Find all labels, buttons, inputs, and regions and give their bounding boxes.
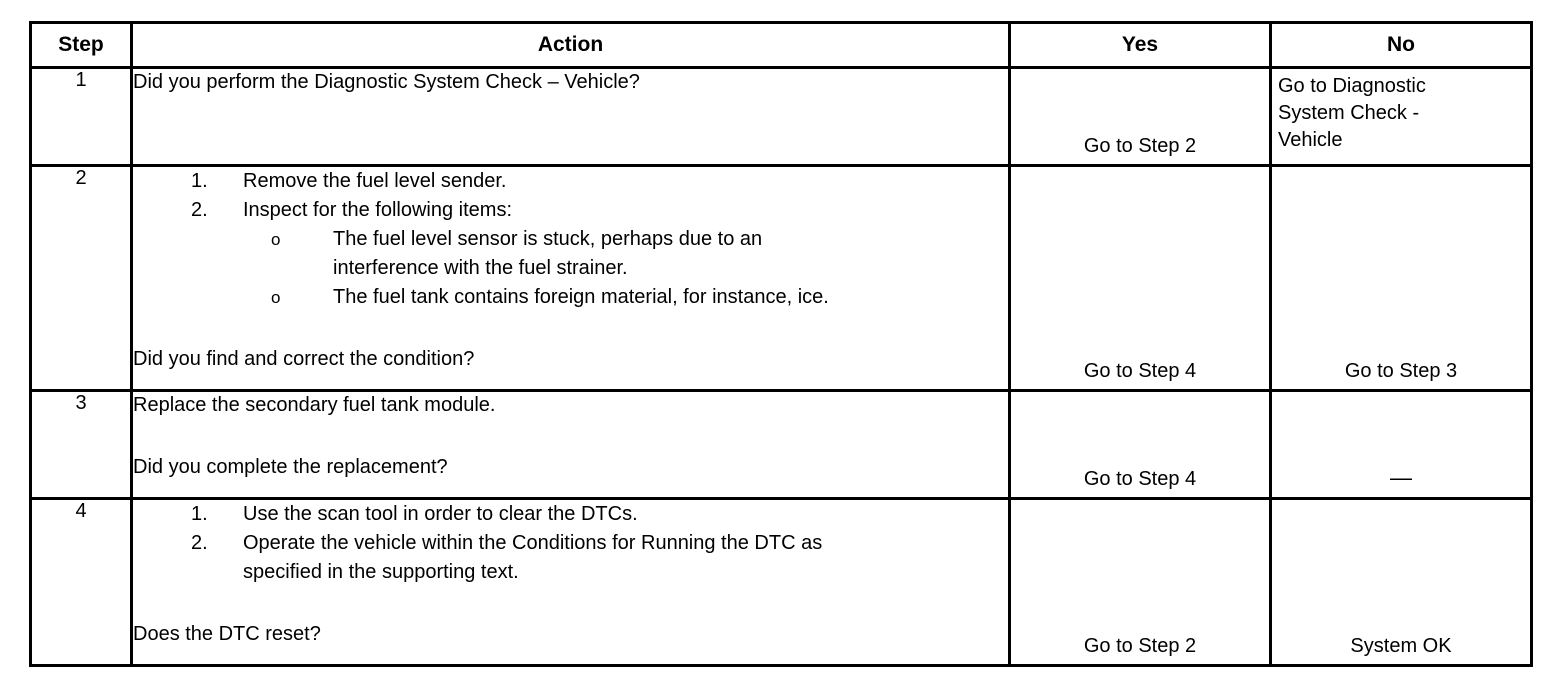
table-row: 4 1. Use the scan tool in order to clear… (29, 497, 1533, 667)
step-number-cell: 3 (29, 389, 133, 500)
action-intro-text: Did you perform the Diagnostic System Ch… (133, 71, 640, 93)
list-item: 1. Use the scan tool in order to clear t… (133, 500, 1008, 529)
no-result-cell: Go to Step 3 (1269, 164, 1533, 392)
list-item: 2. Operate the vehicle within the Condit… (133, 529, 1008, 587)
action-cell: 1. Use the scan tool in order to clear t… (130, 497, 1011, 667)
no-result-dash: — (1390, 465, 1412, 490)
sublist-item-text: The fuel tank contains foreign material,… (333, 286, 829, 308)
diagnostic-table: Step Action Yes No 1 Did you perform the… (29, 21, 1533, 667)
yes-result-cell: Go to Step 2 (1008, 497, 1272, 667)
no-result-cell: Go to Diagnostic System Check - Vehicle (1269, 66, 1533, 167)
list-item-number: 1. (191, 170, 208, 192)
yes-result-cell: Go to Step 4 (1008, 389, 1272, 500)
list-item-text-cont: specified in the supporting text. (243, 561, 519, 583)
action-intro-text: Replace the secondary fuel tank module. (133, 394, 496, 416)
sublist-item: o The fuel level sensor is stuck, perhap… (243, 225, 1008, 283)
column-header-no: No (1269, 21, 1533, 69)
list-item: 2. Inspect for the following items: o Th… (133, 196, 1008, 312)
list-item-number: 2. (191, 532, 208, 554)
yes-result-cell: Go to Step 4 (1008, 164, 1272, 392)
table-row: 3 Replace the secondary fuel tank module… (29, 389, 1533, 500)
column-header-action: Action (130, 21, 1011, 69)
list-item-text: Remove the fuel level sender. (243, 170, 507, 192)
sublist-item-text: The fuel level sensor is stuck, perhaps … (333, 228, 763, 250)
action-question-text: Did you complete the replacement? (133, 456, 448, 478)
action-question-text: Did you find and correct the condition? (133, 348, 475, 370)
step-number-cell: 4 (29, 497, 133, 667)
list-item-text: Use the scan tool in order to clear the … (243, 503, 638, 525)
table-header-row: Step Action Yes No (29, 21, 1533, 69)
action-sublist: o The fuel level sensor is stuck, perhap… (243, 225, 1008, 312)
list-item-text: Operate the vehicle within the Condition… (243, 532, 823, 554)
sublist-item: o The fuel tank contains foreign materia… (243, 283, 1008, 312)
sublist-item-text-cont: interference with the fuel strainer. (333, 257, 628, 279)
no-result-cell: System OK (1269, 497, 1533, 667)
action-cell: 1. Remove the fuel level sender. 2. Insp… (130, 164, 1011, 392)
list-item-text: Inspect for the following items: (243, 199, 513, 221)
column-header-yes: Yes (1008, 21, 1272, 69)
spacer (133, 587, 1008, 621)
list-item-number: 1. (191, 503, 208, 525)
no-result-cell: — (1269, 389, 1533, 500)
no-result-line: Vehicle (1278, 129, 1343, 151)
action-question-text: Does the DTC reset? (133, 623, 321, 645)
action-cell: Replace the secondary fuel tank module. … (130, 389, 1011, 500)
column-header-step: Step (29, 21, 133, 69)
table-row: 1 Did you perform the Diagnostic System … (29, 66, 1533, 167)
circle-bullet-icon: o (271, 288, 281, 307)
table-row: 2 1. Remove the fuel level sender. 2. In… (29, 164, 1533, 392)
list-item: 1. Remove the fuel level sender. (133, 167, 1008, 196)
no-result-line: Go to Diagnostic (1278, 75, 1426, 97)
spacer (133, 418, 1008, 454)
spacer (133, 312, 1008, 346)
step-number-cell: 2 (29, 164, 133, 392)
action-step-list: 1. Use the scan tool in order to clear t… (133, 500, 1008, 587)
action-step-list: 1. Remove the fuel level sender. 2. Insp… (133, 167, 1008, 312)
yes-result-cell: Go to Step 2 (1008, 66, 1272, 167)
action-cell: Did you perform the Diagnostic System Ch… (130, 66, 1011, 167)
circle-bullet-icon: o (271, 230, 281, 249)
list-item-number: 2. (191, 199, 208, 221)
step-number-cell: 1 (29, 66, 133, 167)
no-result-line: System Check - (1278, 102, 1420, 124)
